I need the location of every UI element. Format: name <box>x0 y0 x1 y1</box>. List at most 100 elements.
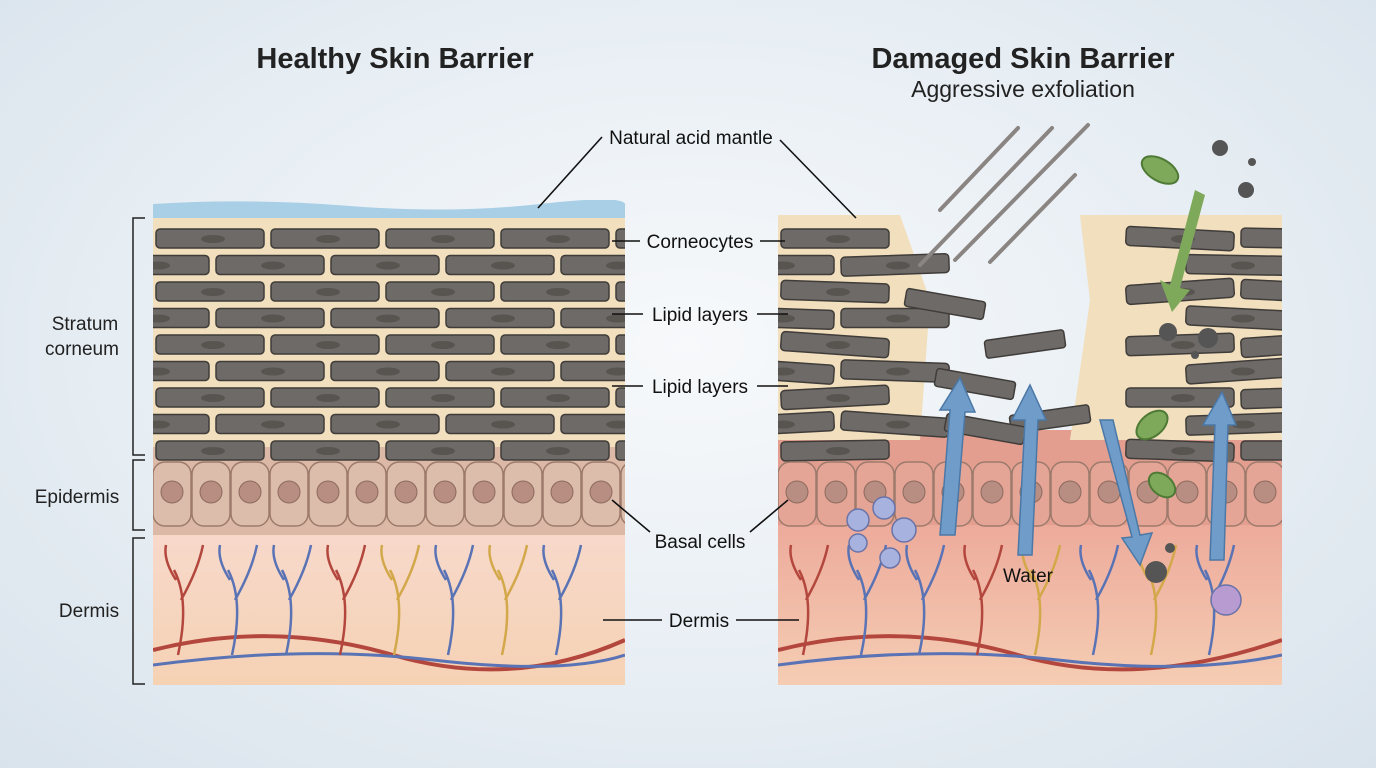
healthy-blood-vessels <box>153 544 625 672</box>
corneocyte-nucleus <box>491 261 515 270</box>
corneocyte-nucleus <box>201 235 225 243</box>
corneocyte-nucleus <box>826 341 850 349</box>
corneocyte-nucleus <box>201 394 225 402</box>
corneocyte-nucleus <box>491 314 515 323</box>
corneocyte-nucleus <box>826 447 850 455</box>
corneocyte-nucleus <box>1286 341 1310 349</box>
cell-nucleus <box>238 480 262 504</box>
damaged-subtitle: Aggressive exfoliation <box>911 76 1135 102</box>
cell-nucleus <box>1253 480 1277 504</box>
corneocyte-nucleus <box>261 314 285 323</box>
corneocyte-nucleus <box>1231 420 1255 429</box>
damaged-skin-panel <box>778 215 1310 685</box>
corneocyte-nucleus <box>376 314 400 323</box>
corneocyte-nucleus <box>261 420 285 429</box>
capillary <box>963 544 1004 656</box>
cell-nucleus <box>1097 480 1121 504</box>
corneocyte-nucleus <box>546 394 570 402</box>
corneocyte-nucleus <box>546 235 570 243</box>
cell-nucleus <box>550 480 574 504</box>
corneocyte-nucleus <box>316 394 340 402</box>
corneocyte-nucleus <box>316 447 340 455</box>
vein <box>778 652 1282 668</box>
capillary <box>789 544 830 656</box>
corneocyte-nucleus <box>546 288 570 296</box>
corneocyte <box>1240 330 1282 359</box>
label-basal-cells: Basal cells <box>655 532 746 553</box>
corneocyte-nucleus <box>886 261 910 270</box>
corneocyte-nucleus <box>826 235 850 243</box>
water-loss-arrows <box>938 376 1238 567</box>
corneocyte-nucleus <box>153 261 170 270</box>
cell-nucleus <box>629 481 651 503</box>
corneocyte-nucleus <box>661 288 685 296</box>
corneocyte <box>560 254 625 276</box>
corneocyte-nucleus <box>1171 341 1195 349</box>
capillary <box>488 544 529 656</box>
corneocyte-nucleus <box>153 420 170 429</box>
corneocyte-nucleus <box>606 261 625 270</box>
corneocyte <box>615 281 625 302</box>
label-lipid-layers-1: Lipid layers <box>652 305 748 326</box>
corneocyte-nucleus <box>316 288 340 296</box>
corneocyte-nucleus <box>546 341 570 349</box>
label-corneocytes: Corneocytes <box>647 232 754 253</box>
damaged-corneocytes <box>778 225 1310 463</box>
corneocyte-nucleus <box>661 447 685 455</box>
corneocyte <box>615 440 625 461</box>
corneocyte-nucleus <box>546 447 570 455</box>
cell-nucleus <box>355 480 379 504</box>
loose-corneocyte <box>903 287 987 321</box>
immune-cells <box>846 496 1242 616</box>
cell-nucleus <box>902 480 926 504</box>
capillary <box>542 544 583 656</box>
healthy-corneocytes <box>153 228 685 461</box>
corneocyte-nucleus <box>376 261 400 270</box>
healthy-title: Healthy Skin Barrier <box>256 43 533 75</box>
capillary <box>380 544 421 656</box>
label-dermis: Dermis <box>669 611 729 632</box>
cell-nucleus <box>277 480 301 504</box>
bacteria-entry-arrow <box>1160 190 1205 312</box>
corneocyte <box>778 254 835 276</box>
cell-nucleus <box>980 480 1004 504</box>
corneocyte-nucleus <box>201 288 225 296</box>
corneocyte-nucleus <box>661 341 685 349</box>
corneocyte-nucleus <box>1171 447 1195 455</box>
corneocyte-nucleus <box>886 367 910 376</box>
corneocyte-nucleus <box>1286 447 1310 455</box>
corneocyte-nucleus <box>778 314 795 323</box>
corneocyte-nucleus <box>1171 394 1195 402</box>
cell-nucleus <box>433 480 457 504</box>
bacteria-icon <box>1135 155 1180 499</box>
vein <box>153 652 625 668</box>
cell-nucleus <box>316 480 340 504</box>
cell-nucleus <box>785 480 809 504</box>
corneocyte <box>1240 227 1282 250</box>
corneocyte-nucleus <box>1231 367 1255 376</box>
side-label-epidermis: Epidermis <box>35 487 119 508</box>
corneocyte-nucleus <box>201 447 225 455</box>
corneocyte-nucleus <box>316 235 340 243</box>
corneocyte-nucleus <box>886 314 910 323</box>
capillary <box>434 544 475 656</box>
corneocyte-nucleus <box>1286 394 1310 402</box>
corneocyte-nucleus <box>491 367 515 376</box>
corneocyte-nucleus <box>1231 314 1255 323</box>
leader-lines <box>537 136 857 621</box>
side-label-dermis: Dermis <box>59 601 119 622</box>
corneocyte-nucleus <box>153 367 170 376</box>
corneocyte-nucleus <box>778 261 795 270</box>
scratch-marks <box>918 123 1090 267</box>
corneocyte-nucleus <box>431 447 455 455</box>
corneocyte <box>153 360 210 382</box>
corneocyte-nucleus <box>778 367 795 376</box>
damaged-title: Damaged Skin Barrier <box>871 43 1174 75</box>
capillary <box>326 544 367 656</box>
capillary <box>1079 544 1120 656</box>
corneocyte-nucleus <box>376 420 400 429</box>
corneocyte-nucleus <box>606 420 625 429</box>
corneocyte-nucleus <box>1231 261 1255 270</box>
cell-nucleus <box>199 480 223 504</box>
